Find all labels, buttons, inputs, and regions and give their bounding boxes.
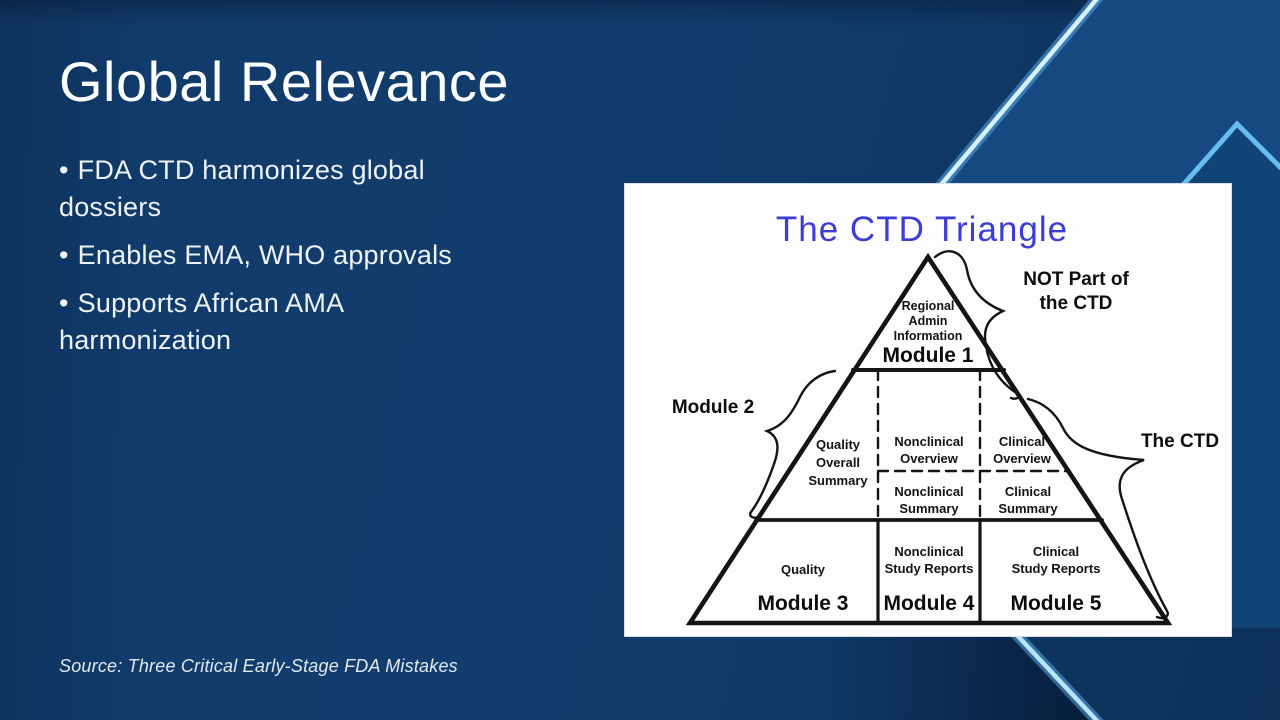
nonclinical-summary-line1: Nonclinical [894, 484, 963, 499]
clinical-study-line2: Study Reports [1012, 561, 1101, 576]
chevron-outline [1181, 120, 1280, 187]
the-ctd-label: The CTD [1141, 431, 1219, 452]
nonclinical-overview-line1: Nonclinical [894, 434, 963, 449]
brace-not-part [933, 250, 1021, 400]
bullet-item: • Enables EMA, WHO approvals [59, 237, 507, 274]
module2-label: Module 2 [672, 397, 754, 418]
clinical-summary-line2: Summary [998, 501, 1058, 516]
clinical-overview-line2: Overview [993, 451, 1052, 466]
bullet-dot: • [59, 240, 69, 270]
diagram-title: The CTD Triangle [776, 210, 1068, 249]
module1-line2: Admin [909, 314, 948, 328]
bullet-text: Enables EMA, WHO approvals [77, 240, 452, 270]
module4-label: Module 4 [883, 592, 974, 615]
top-diagonal-line [938, 0, 1099, 188]
bullet-item: •FDA CTD harmonizes global dossiers [59, 152, 507, 226]
nonclinical-overview-line2: Overview [900, 451, 959, 466]
clinical-study-line1: Clinical [1033, 544, 1079, 559]
nonclinical-summary-line2: Summary [899, 501, 959, 516]
bottom-dark-wedge [830, 637, 1097, 720]
bullet-list: •FDA CTD harmonizes global dossiers •Ena… [59, 152, 507, 370]
source-citation: Source: Three Critical Early-Stage FDA M… [59, 656, 458, 676]
brace-module2 [748, 369, 837, 519]
page-title: Global Relevance [59, 50, 510, 113]
quality-label: Quality [781, 562, 826, 577]
bottom-diagonal-line [1012, 630, 1100, 720]
bullet-text: FDA CTD harmonizes global dossiers [59, 155, 425, 222]
module3-label: Module 3 [757, 592, 848, 615]
bullet-text: Supports African AMA harmonization [59, 288, 343, 355]
bullet-dot: • [59, 288, 69, 318]
qos-line1: Quality [816, 437, 861, 452]
not-part-line2: the CTD [1040, 293, 1113, 314]
ctd-triangle-diagram: The CTD Triangle Regional Admin [672, 210, 1219, 626]
bullet-dot: • [59, 155, 69, 185]
brace-curves [748, 250, 1169, 620]
triangle-lines [685, 252, 1173, 626]
module1-line1: Regional [902, 299, 955, 313]
corner-light-region [944, 0, 1280, 628]
brace-the-ctd [1026, 397, 1169, 620]
ctd-triangle-image: The CTD Triangle Regional Admin [624, 183, 1232, 637]
nonclinical-study-line1: Nonclinical [894, 544, 963, 559]
clinical-summary-line1: Clinical [1005, 484, 1051, 499]
chevron-inner-region [1186, 125, 1280, 628]
not-part-line1: NOT Part of [1023, 269, 1129, 290]
module5-label: Module 5 [1010, 592, 1101, 615]
nonclinical-study-line2: Study Reports [885, 561, 974, 576]
module1-line3: Information [894, 329, 963, 343]
bullet-item: •Supports African AMA harmonization [59, 285, 507, 359]
qos-line2: Overall [816, 455, 860, 470]
qos-line3: Summary [808, 473, 868, 488]
clinical-overview-line1: Clinical [999, 434, 1045, 449]
module1-label: Module 1 [882, 344, 973, 367]
